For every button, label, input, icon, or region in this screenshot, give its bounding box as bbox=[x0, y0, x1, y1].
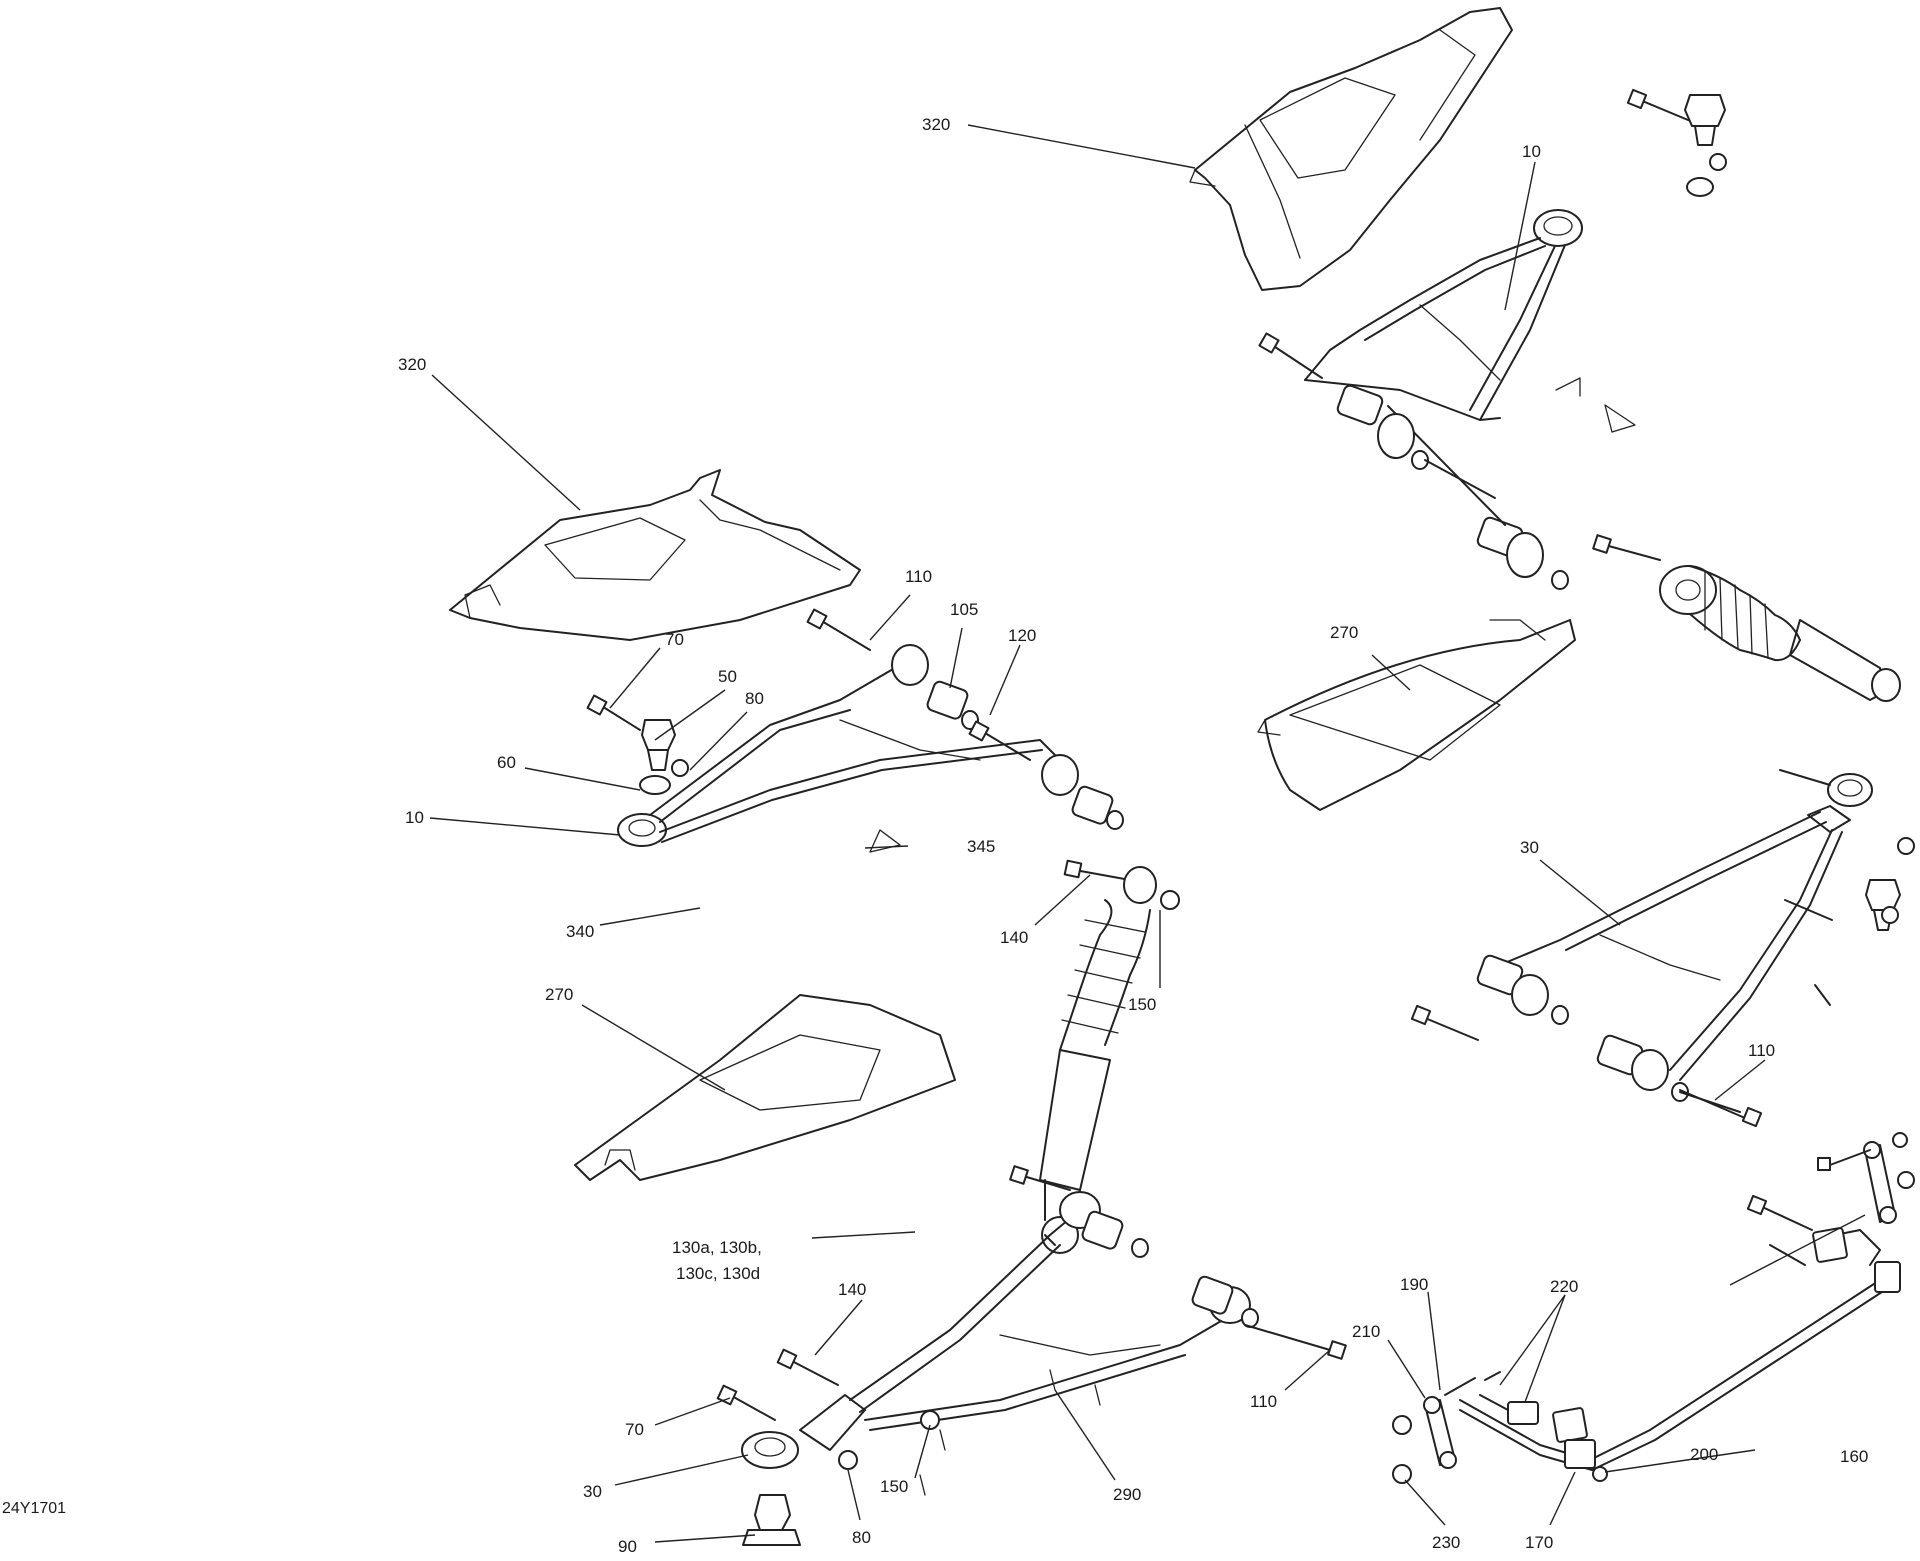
callout-190: 190 bbox=[1400, 1275, 1428, 1294]
part-sway-link-right bbox=[1817, 1132, 1915, 1224]
callout-150-lower: 150 bbox=[880, 1477, 908, 1496]
callout-170: 170 bbox=[1525, 1533, 1553, 1552]
callout-10-upper: 10 bbox=[1522, 142, 1541, 161]
callout-70-upper: 70 bbox=[665, 630, 684, 649]
callout-130-line2: 130c, 130d bbox=[676, 1264, 760, 1283]
callout-10-left: 10 bbox=[405, 808, 424, 827]
callout-320-upper: 320 bbox=[922, 115, 950, 134]
callout-105: 105 bbox=[950, 600, 978, 619]
part-110-bolt-right bbox=[1679, 1089, 1763, 1128]
callout-160: 160 bbox=[1840, 1447, 1868, 1466]
callout-130-line1: 130a, 130b, bbox=[672, 1238, 762, 1257]
callout-110-lower: 110 bbox=[1250, 1392, 1277, 1411]
callout-270-upper: 270 bbox=[1330, 623, 1358, 642]
callout-210: 210 bbox=[1352, 1322, 1380, 1341]
callout-340: 340 bbox=[566, 922, 594, 941]
part-10-left-upper-a-arm bbox=[617, 644, 1124, 847]
part-270-upper-right bbox=[1257, 619, 1576, 811]
callout-90: 90 bbox=[618, 1537, 637, 1556]
part-left-upper-hardware bbox=[586, 608, 1031, 853]
callout-230: 230 bbox=[1432, 1533, 1460, 1552]
callout-345: 345 bbox=[967, 837, 995, 856]
part-270-left bbox=[574, 994, 956, 1181]
callout-120: 120 bbox=[1008, 626, 1036, 645]
part-320-upper-right bbox=[1189, 7, 1513, 291]
callout-60: 60 bbox=[497, 753, 516, 772]
part-160-sway-bar bbox=[1459, 1194, 1901, 1471]
callout-200: 200 bbox=[1690, 1445, 1718, 1464]
part-30-lower-left-a-arm bbox=[716, 1165, 1347, 1469]
callout-140-upper: 140 bbox=[1000, 928, 1028, 947]
callout-150-upper: 150 bbox=[1128, 995, 1156, 1014]
callout-220: 220 bbox=[1550, 1277, 1578, 1296]
part-30-lower-right-a-arm bbox=[1410, 769, 1915, 1113]
callout-320-left: 320 bbox=[398, 355, 426, 374]
part-shock-left bbox=[1039, 859, 1180, 1254]
callout-30-upper: 30 bbox=[1520, 838, 1539, 857]
diagram-reference-code: 24Y1701 bbox=[2, 1500, 66, 1517]
callout-50: 50 bbox=[718, 667, 737, 686]
callout-30-lower: 30 bbox=[583, 1482, 602, 1501]
leader-lines bbox=[429, 124, 1866, 1543]
part-lower-left-hardware bbox=[742, 1369, 1101, 1546]
part-10-upper-right-a-arm bbox=[1304, 209, 1583, 590]
callout-80-lower: 80 bbox=[852, 1528, 871, 1547]
callout-110-top: 110 bbox=[905, 567, 932, 586]
part-320-left bbox=[449, 469, 861, 641]
callout-270-left: 270 bbox=[545, 985, 573, 1004]
part-shock-upper-right bbox=[1592, 534, 1901, 702]
callout-110-right: 110 bbox=[1748, 1041, 1775, 1060]
callout-70-lower: 70 bbox=[625, 1420, 644, 1439]
part-sway-link-left bbox=[1392, 1371, 1608, 1484]
part-upper-right-hardware bbox=[1258, 88, 1727, 499]
callout-290: 290 bbox=[1113, 1485, 1141, 1504]
callout-80-upper: 80 bbox=[745, 689, 764, 708]
callout-140-lower: 140 bbox=[838, 1280, 866, 1299]
